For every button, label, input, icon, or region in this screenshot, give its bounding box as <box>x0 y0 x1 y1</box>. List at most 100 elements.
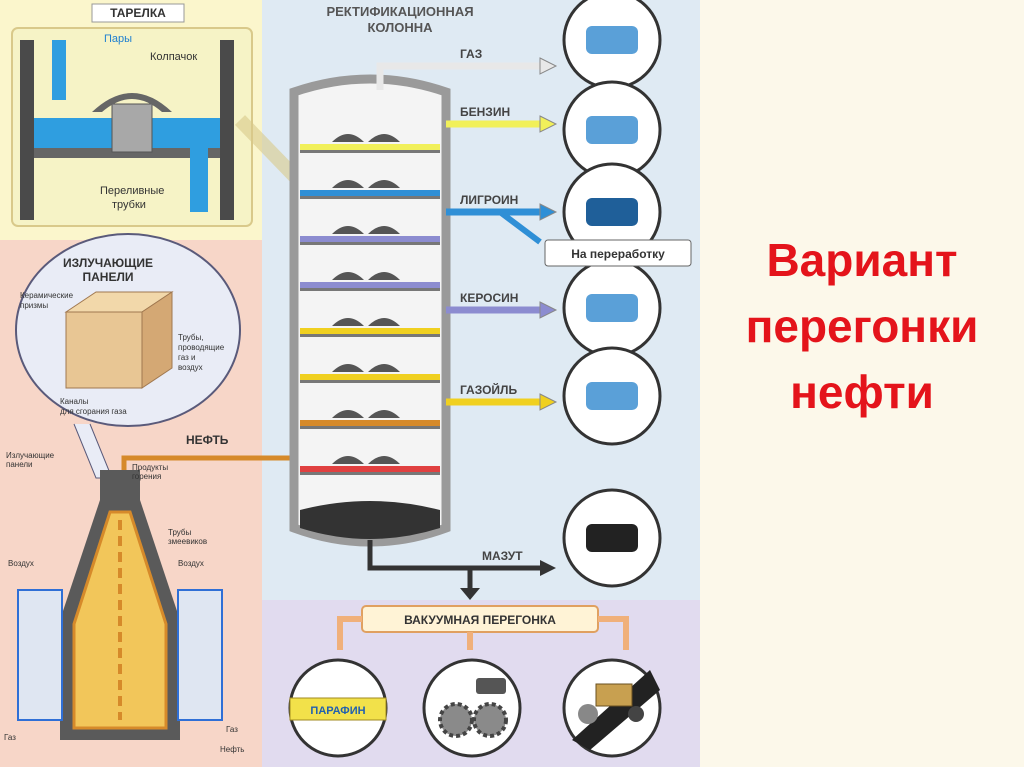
tubes-label-2: проводящие <box>178 343 225 352</box>
vacuum-distillation: ВАКУУМНАЯ ПЕРЕГОНКА ПАРАФИН <box>288 540 662 758</box>
bubble-cap-icon <box>368 410 400 418</box>
tray-plate <box>300 288 440 291</box>
tray-plate <box>300 380 440 383</box>
tray-liquid-layer <box>300 190 440 196</box>
air-left-label: Воздух <box>8 559 34 568</box>
column-title-1: РЕКТИФИКАЦИОННАЯ <box>326 4 473 19</box>
bubble-cap-icon <box>368 318 400 326</box>
tubes-label-1: Трубы, <box>178 333 203 342</box>
channels-label-1: Каналы <box>60 397 89 406</box>
column-tray <box>300 134 440 153</box>
column-tray <box>300 226 440 245</box>
airplane-icon <box>586 294 638 322</box>
product-pipe <box>376 62 540 90</box>
paraffin-label: ПАРАФИН <box>310 705 365 717</box>
vacuum-feed-arrow <box>460 588 480 600</box>
barrel-icon <box>586 198 638 226</box>
road-icon <box>572 670 660 750</box>
product-1: ГАЗ <box>376 0 662 90</box>
tray-liquid-layer <box>300 236 440 242</box>
bubble-cap-icon <box>332 226 364 234</box>
furnace-panels-label-2: панели <box>6 460 33 469</box>
bubble-cap-icon <box>332 134 364 142</box>
furnace-panels-label-1: Излучающие <box>6 451 55 460</box>
roller-drum <box>578 704 598 724</box>
overflow-tube-left <box>52 40 66 100</box>
tray-liquid-layer <box>300 466 440 472</box>
product-label: КЕРОСИН <box>460 291 518 305</box>
vacuum-branch-right <box>598 616 629 650</box>
product-arrow <box>539 115 558 133</box>
tray-plate <box>300 150 440 153</box>
residue-pipe <box>367 540 540 571</box>
channels-label-2: для сгорания газа <box>60 407 127 416</box>
bubble-cap-icon <box>332 456 364 464</box>
gas-tank-icon <box>586 26 638 54</box>
tray-plate <box>300 196 440 199</box>
tray-liquid-layer <box>300 328 440 334</box>
bubble-cap-icon <box>332 180 364 188</box>
column-tray <box>300 318 440 337</box>
prisms-label-1: Керамические <box>20 291 74 300</box>
product-2: БЕНЗИН <box>446 80 662 180</box>
air-right-label: Воздух <box>178 559 204 568</box>
overflow-label-2: трубки <box>112 199 146 211</box>
roller-wheel <box>628 706 644 722</box>
ceramic-block-side <box>141 291 173 389</box>
tray-plate <box>300 242 440 245</box>
bubble-cap <box>92 93 172 112</box>
road-roller-icon <box>595 683 633 707</box>
column-tray <box>300 364 440 383</box>
tray-liquid-layer <box>300 144 440 150</box>
column-trays <box>300 134 440 475</box>
column-tray <box>300 410 440 429</box>
column-bottom-residue <box>300 501 440 539</box>
column-tray <box>300 180 440 199</box>
caption-panel: Вариант перегонки нефти <box>700 0 1024 767</box>
product-3: ЛИГРОИН <box>446 162 662 262</box>
column-tray <box>300 456 440 475</box>
product-arrow <box>539 393 558 411</box>
product-arrow <box>539 57 558 75</box>
car-icon <box>586 116 638 144</box>
bubble-cap-icon <box>332 318 364 326</box>
paraffin-icon <box>289 697 387 721</box>
tray-plate <box>300 426 440 429</box>
tray-liquid-layer <box>300 420 440 426</box>
oil-in-label: Нефть <box>220 745 244 754</box>
oil-label: НЕФТЬ <box>186 433 229 447</box>
tray-plate <box>34 148 220 158</box>
tray-title: ТАРЕЛКА <box>110 6 166 20</box>
processing-label: На переработку <box>571 247 665 261</box>
product-5: ГАЗОЙЛЬ <box>446 346 662 446</box>
gas-right-label: Газ <box>226 725 238 734</box>
panels-title-2: ПАНЕЛИ <box>82 270 133 284</box>
product-label: ГАЗ <box>460 47 482 61</box>
panels-inset: ИЗЛУЧАЮЩИЕ ПАНЕЛИ Керамические призмы Тр… <box>15 233 241 479</box>
vacuum-title: ВАКУУМНАЯ ПЕРЕГОНКА <box>404 613 556 627</box>
caption-line-2: перегонки <box>745 300 979 352</box>
bubble-cap-icon <box>368 226 400 234</box>
tray-inset: ТАРЕЛКА Пары Колпачок Переливные трубки <box>11 3 306 227</box>
ceramic-block <box>65 311 143 389</box>
combustion-label-1: Продукты <box>132 463 168 472</box>
bubble-cap-icon <box>368 180 400 188</box>
panels-title-1: ИЗЛУЧАЮЩИЕ <box>63 256 153 270</box>
oil-can-icon <box>476 678 506 694</box>
tray-liquid-layer <box>300 282 440 288</box>
air-duct-left <box>17 589 63 721</box>
product-label: ЛИГРОИН <box>460 193 518 207</box>
tube-furnace: Излучающие панели Продукты горения Трубы… <box>4 433 303 754</box>
caption-line-3: нефти <box>790 366 934 418</box>
overflow-label-1: Переливные <box>100 185 164 197</box>
product-label: ГАЗОЙЛЬ <box>460 382 517 397</box>
ship-icon <box>586 524 638 552</box>
bubble-cap-riser <box>111 103 153 153</box>
tubes-label-3: газ и <box>178 353 195 362</box>
product-label: БЕНЗИН <box>460 105 510 119</box>
tray-wall-left <box>20 40 34 220</box>
lubricants-circle <box>422 658 522 758</box>
processing-box <box>544 239 692 267</box>
